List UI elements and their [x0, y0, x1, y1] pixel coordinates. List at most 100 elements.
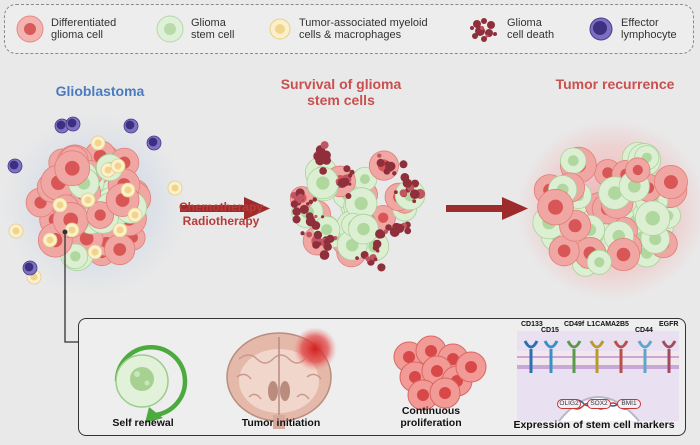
effector-cell — [22, 260, 38, 276]
legend-differentiated-label: Differentiated glioma cell — [51, 16, 117, 42]
stem-markers-title: Expression of stem cell markers — [513, 419, 675, 431]
dying-cell — [393, 173, 426, 204]
marker-label-cd133: CD133 — [521, 321, 543, 328]
legend-death: Glioma cell death — [467, 14, 554, 44]
myeloid-cell — [110, 158, 126, 174]
dying-cell — [312, 230, 338, 260]
marker-label-egfr: EGFR — [659, 321, 679, 328]
marker-label-cd15: CD15 — [541, 327, 559, 334]
gene-label-olig2: OLIG2 — [557, 399, 581, 409]
legend-myeloid: Tumor-associated myeloid cells & macroph… — [267, 14, 428, 44]
legend-myeloid-label: Tumor-associated myeloid cells & macroph… — [299, 16, 428, 42]
tumor-cell — [104, 233, 136, 266]
gene-label-sox2: SOX2 — [587, 399, 611, 409]
effector-cell — [65, 116, 81, 132]
dying-cell — [335, 165, 355, 199]
dying-cell — [355, 239, 386, 272]
effector-cell — [123, 118, 139, 134]
myeloid-cell — [112, 222, 128, 238]
effector-cell — [146, 135, 162, 151]
therapy-arrow — [180, 197, 270, 220]
legend-effector: Effector lymphocyte — [587, 14, 677, 44]
gene-label-bmi1: BMI1 — [617, 399, 641, 409]
panel-illustrations — [114, 327, 679, 429]
recurrent-cell — [653, 165, 688, 200]
marker-label-cd49f: CD49f — [564, 321, 585, 328]
glioblastoma-cells — [7, 116, 183, 285]
surviving-cell — [352, 166, 378, 192]
dying-cell — [313, 141, 332, 175]
connector-line — [64, 232, 80, 343]
receptor-l1cam-icon — [589, 340, 605, 373]
surviving-cell — [348, 213, 379, 245]
recurrent-cell — [548, 235, 580, 267]
tumor-initiation-label: Tumor initiation — [241, 417, 321, 429]
dying-cell — [376, 153, 408, 176]
surviving-cells — [289, 141, 426, 272]
survival-title: Survival of glioma stem cells — [280, 76, 402, 108]
dying-cell — [292, 204, 325, 238]
proliferation-graphic — [393, 335, 487, 411]
legend-box: Differentiated glioma cell Glioma stem c… — [4, 4, 694, 54]
myeloid-cell — [120, 182, 136, 198]
receptor-a2b5-icon — [613, 340, 629, 373]
receptor-cd44-icon — [637, 340, 653, 373]
glioblastoma-title: Glioblastoma — [55, 83, 145, 99]
self-renewal-label: Self renewal — [112, 417, 174, 429]
recurrent-cell — [635, 200, 671, 236]
receptor-egfr-icon — [661, 340, 677, 373]
myeloid-cell — [42, 232, 58, 248]
connector-dot — [62, 229, 68, 235]
proliferating-cell — [455, 351, 487, 383]
chemotherapy-label: Chemotherapy — [178, 200, 264, 214]
legend-effector-label: Effector lymphocyte — [621, 16, 677, 42]
effector-cell — [7, 158, 23, 174]
radiotherapy-label: Radiotherapy — [182, 214, 260, 228]
effector-lymphocyte-icon — [589, 17, 613, 41]
dying-cell — [375, 221, 412, 239]
legend-stem-label: Glioma stem cell — [191, 16, 235, 42]
continuous-proliferation-label: Continuous proliferation — [400, 405, 462, 429]
tumor-cell — [86, 201, 115, 229]
recurrence-cells — [532, 141, 688, 277]
marker-label-a2b5: A2B5 — [611, 321, 629, 328]
receptor-cd49f-icon — [566, 340, 582, 373]
marker-label-l1cam: L1CAM — [587, 321, 612, 328]
tumor-cell — [54, 150, 91, 187]
proliferating-cell — [407, 379, 439, 411]
marker-label-cd44: CD44 — [635, 327, 653, 334]
receptor-cd133-icon — [523, 340, 539, 373]
recurrent-cell — [537, 188, 574, 226]
stem-properties-panel: Self renewal Tumor initiation Continuous… — [78, 318, 686, 436]
myeloid-cell-icon — [269, 18, 291, 40]
differentiated-cell-icon — [16, 15, 44, 43]
dying-cell — [290, 188, 318, 216]
recurrent-cell — [606, 237, 641, 272]
legend-differentiated: Differentiated glioma cell — [15, 14, 116, 44]
recurrent-cell — [586, 249, 612, 275]
recurrence-arrow — [446, 197, 528, 220]
legend-stem: Glioma stem cell — [155, 14, 234, 44]
myeloid-cell — [87, 244, 103, 260]
brain-graphic — [226, 327, 337, 429]
legend-death-label: Glioma cell death — [507, 16, 555, 42]
receptor-cd15-icon — [543, 340, 559, 373]
self-renewal-graphic — [114, 345, 188, 423]
myeloid-cell — [90, 135, 106, 151]
recurrence-title: Tumor recurrence — [555, 76, 675, 92]
myeloid-cell — [52, 197, 68, 213]
myeloid-cell — [80, 192, 96, 208]
therapy-label: Chemotherapy Radiotherapy — [176, 200, 266, 228]
stem-cell-icon — [156, 15, 184, 43]
effector-cell — [54, 118, 70, 134]
myeloid-cell — [8, 223, 24, 239]
recurrent-cell — [560, 147, 587, 174]
recurrent-cell — [625, 157, 651, 183]
myeloid-cell — [64, 222, 80, 238]
cell-death-icon — [470, 18, 497, 42]
myeloid-cell — [127, 207, 143, 223]
myeloid-cell — [167, 180, 183, 196]
proliferating-cell — [429, 377, 461, 409]
